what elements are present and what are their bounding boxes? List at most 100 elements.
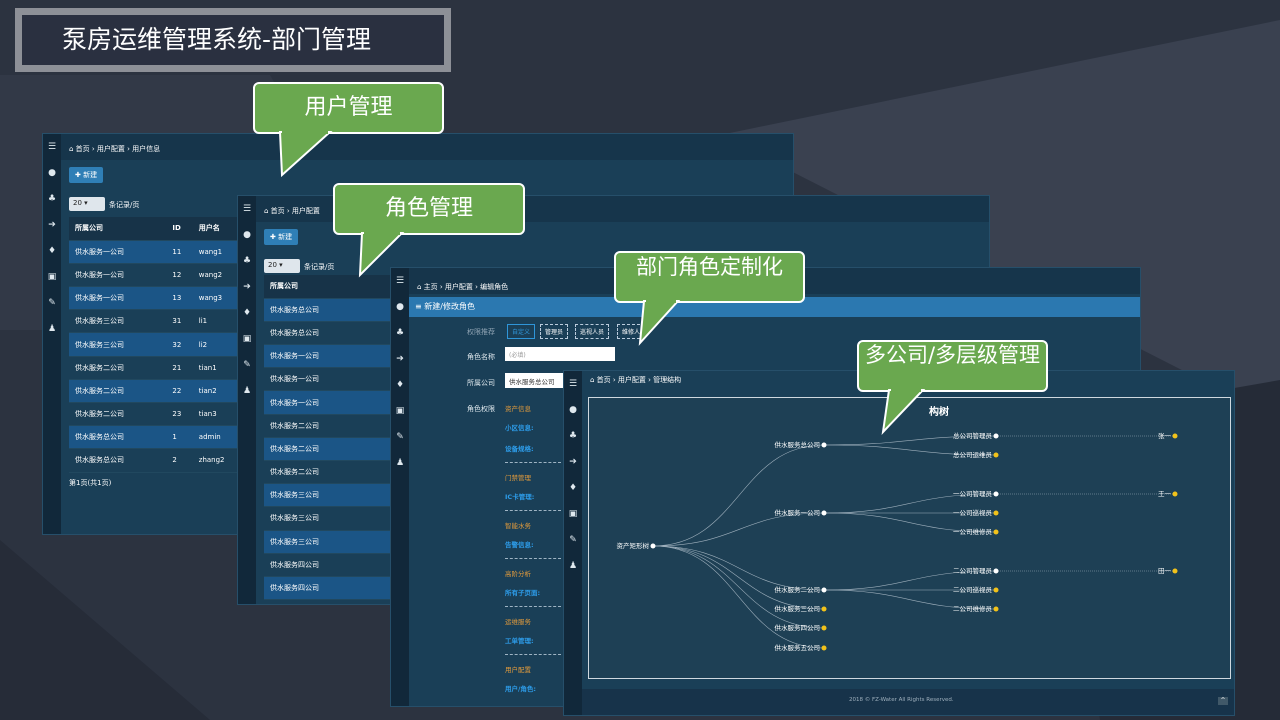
table-row[interactable]: 供水服务总公司	[264, 321, 394, 346]
node-company[interactable]	[821, 442, 827, 448]
globe-icon[interactable]: ●	[396, 302, 404, 312]
globe-icon[interactable]: ●	[48, 168, 56, 178]
table-row[interactable]: 供水服务三公司	[264, 506, 394, 531]
crumb-user-config[interactable]: 用户配置	[291, 207, 320, 215]
user-icon[interactable]: ♟	[568, 561, 578, 571]
table-row[interactable]: 供水服务二公司	[264, 437, 394, 462]
node-company[interactable]	[821, 625, 827, 631]
table-row[interactable]: 供水服务三公司	[264, 530, 394, 554]
node-company[interactable]	[821, 645, 827, 651]
table-row[interactable]: 供水服务总公司	[264, 298, 394, 322]
sitemap-icon[interactable]: ♣	[242, 256, 252, 266]
new-button[interactable]: ✚ 新建	[264, 229, 299, 245]
globe-icon[interactable]: ●	[569, 405, 577, 415]
node-role[interactable]	[993, 606, 999, 612]
node-role[interactable]	[993, 452, 999, 458]
col-username[interactable]: 用户名	[192, 217, 249, 241]
menu-icon[interactable]: ☰	[47, 142, 57, 152]
crumb-home[interactable]: 首页	[596, 376, 611, 384]
drop-icon[interactable]: ♦	[47, 246, 57, 256]
node-role[interactable]	[993, 510, 999, 516]
page-size-select[interactable]: 20 ▾	[69, 197, 105, 211]
signin-icon[interactable]: ➔	[48, 220, 56, 230]
perm-tag-patrol[interactable]: 巡视人员	[575, 324, 610, 339]
crumb-user-config[interactable]: 用户配置	[444, 283, 473, 291]
perm-item[interactable]: 所有子页面:	[505, 589, 541, 597]
menu-icon[interactable]: ☰	[242, 204, 252, 214]
drop-icon[interactable]: ♦	[242, 308, 252, 318]
globe-icon[interactable]: ●	[243, 230, 251, 240]
user-icon[interactable]: ♟	[395, 458, 405, 468]
col-id[interactable]: ID	[166, 217, 193, 241]
perm-item[interactable]: 告警信息:	[505, 541, 534, 549]
role-name-input[interactable]: (必填)	[505, 347, 615, 361]
table-row[interactable]: 供水服务四公司	[264, 553, 394, 577]
table-row[interactable]: 供水服务四公司	[264, 576, 394, 601]
wrench-icon[interactable]: ✎	[243, 360, 251, 370]
sitemap-icon[interactable]: ♣	[47, 194, 57, 204]
perm-item[interactable]: IC卡管理:	[505, 493, 535, 501]
page-size-select[interactable]: 20 ▾	[264, 259, 300, 273]
node-role[interactable]	[993, 433, 999, 439]
node-company[interactable]	[821, 606, 827, 612]
crumb-home[interactable]: 主页	[423, 283, 438, 291]
perm-item[interactable]: 工单管理:	[505, 637, 534, 645]
node-role[interactable]	[993, 529, 999, 535]
picture-icon[interactable]: ▣	[242, 334, 252, 344]
table-row[interactable]: 供水服务二公司	[264, 414, 394, 438]
table-row[interactable]: 供水服务一公司	[264, 390, 394, 415]
table-row[interactable]: 供水服务三公司	[264, 483, 394, 508]
drop-icon[interactable]: ♦	[395, 380, 405, 390]
node-role[interactable]	[993, 491, 999, 497]
picture-icon[interactable]: ▣	[568, 509, 578, 519]
sitemap-icon[interactable]: ♣	[568, 431, 578, 441]
col-company[interactable]: 所属公司	[69, 217, 167, 241]
new-button[interactable]: ✚ 新建	[69, 167, 104, 183]
node-person[interactable]	[1172, 491, 1178, 497]
node-person[interactable]	[1172, 433, 1178, 439]
signin-icon[interactable]: ➔	[243, 282, 251, 292]
perm-tag-custom[interactable]: 自定义	[507, 324, 536, 339]
user-icon[interactable]: ♟	[242, 386, 252, 396]
wrench-icon[interactable]: ✎	[396, 432, 404, 442]
table-row[interactable]: 供水服务二公司	[264, 460, 394, 485]
wrench-icon[interactable]: ✎	[569, 535, 577, 545]
perm-tag-admin[interactable]: 管理员	[540, 324, 569, 339]
crumb-user-config[interactable]: 用户配置	[96, 145, 125, 153]
menu-icon[interactable]: ☰	[568, 379, 578, 389]
crumb-home[interactable]: 首页	[75, 145, 90, 153]
table-row[interactable]: 供水服务一公司	[264, 344, 394, 369]
node-company[interactable]	[821, 587, 827, 593]
scroll-top-button[interactable]: ^	[1218, 697, 1228, 705]
user-icon[interactable]: ♟	[47, 324, 57, 334]
drop-icon[interactable]: ♦	[568, 483, 578, 493]
wrench-icon[interactable]: ✎	[48, 298, 56, 308]
node-company[interactable]	[821, 510, 827, 516]
node-person[interactable]	[1172, 568, 1178, 574]
signin-icon[interactable]: ➔	[569, 457, 577, 467]
picture-icon[interactable]: ▣	[395, 406, 405, 416]
table-row[interactable]: 供水服务一公司	[264, 367, 394, 392]
col-company[interactable]: 所属公司	[264, 275, 394, 299]
sitemap-icon[interactable]: ♣	[395, 328, 405, 338]
node-role[interactable]	[993, 587, 999, 593]
company-select[interactable]: 供水服务总公司	[505, 373, 565, 388]
signin-icon[interactable]: ➔	[396, 354, 404, 364]
perm-item[interactable]: 设备规格:	[505, 445, 534, 453]
node-role[interactable]	[993, 568, 999, 574]
perm-item[interactable]: 用户/角色:	[505, 685, 536, 693]
menu-icon[interactable]: ☰	[395, 276, 405, 286]
node-root[interactable]	[650, 543, 656, 549]
crumb-home[interactable]: 首页	[270, 207, 285, 215]
perm-item[interactable]: 小区信息:	[505, 424, 534, 432]
picture-icon[interactable]: ▣	[47, 272, 57, 282]
